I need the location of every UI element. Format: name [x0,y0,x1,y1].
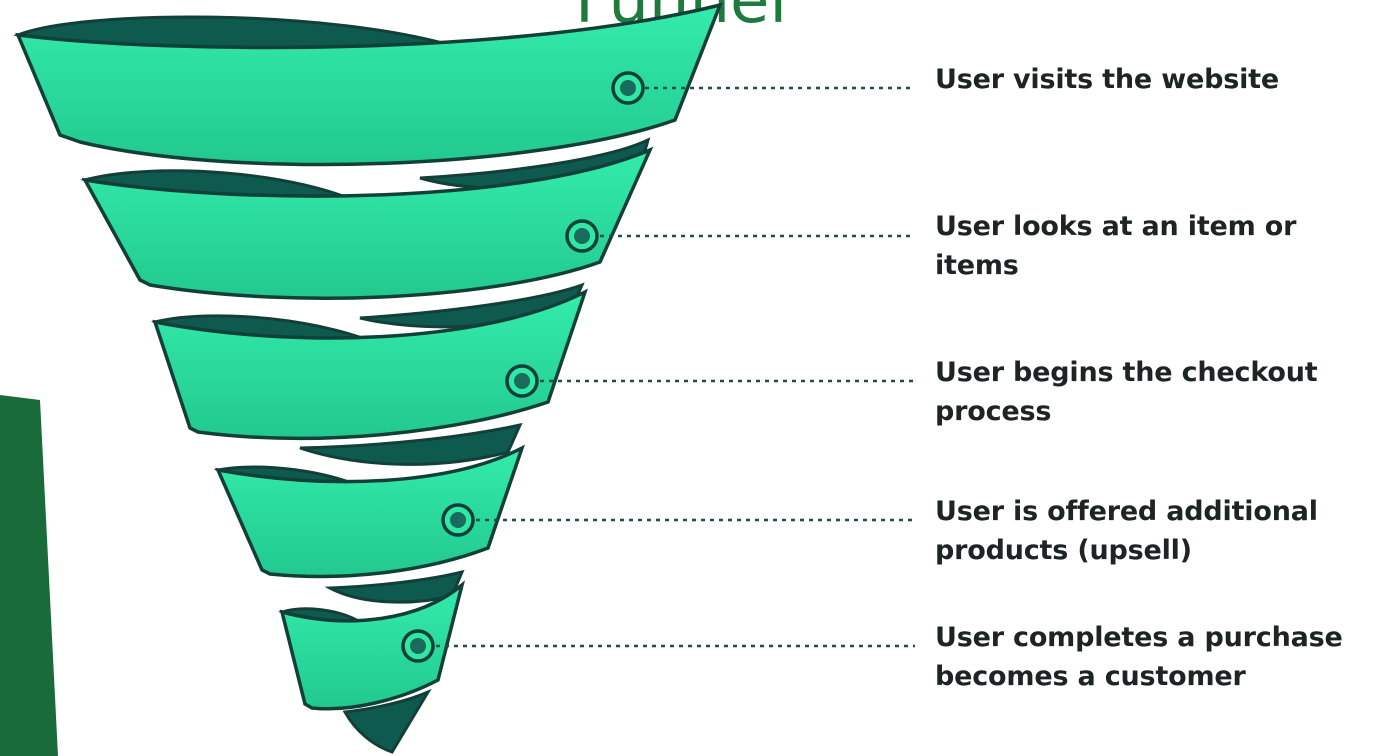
connector-dot-core-2 [574,228,590,244]
connector-dot-core-1 [620,80,636,96]
left-side-band [0,395,58,756]
ribbon-1-front [15,2,723,167]
connector-dot-core-4 [450,512,466,528]
ribbon-3-front [152,288,589,441]
funnel-ribbon-3 [151,288,589,466]
stage-label-5: User completes a purchase becomes a cust… [935,622,1343,692]
connector-1 [611,71,915,105]
funnel-ribbon-4 [213,444,526,604]
ribbon-5-front [279,580,466,711]
connector-dot-core-3 [514,373,530,389]
stage-label-4: User is offered additional products (ups… [935,496,1318,566]
funnel-tip [342,688,432,754]
ribbon-4-inner-shadow [324,569,465,604]
stage-label-1: User visits the website [935,64,1279,95]
stage-label-3: User begins the checkout process [935,357,1318,427]
ribbon-2-front [81,146,654,300]
connector-5 [401,629,915,663]
connector-dot-core-5 [410,638,426,654]
connector-4 [441,503,915,537]
funnel-ribbon-2 [80,146,654,329]
stage-label-2: User looks at an item or items [935,211,1297,281]
ribbon-3-inner-shadow [299,422,523,466]
connector-2 [565,219,915,253]
connector-3 [505,364,915,398]
ribbon-4-front [215,444,526,579]
funnel-ribbon-5 [278,580,466,754]
